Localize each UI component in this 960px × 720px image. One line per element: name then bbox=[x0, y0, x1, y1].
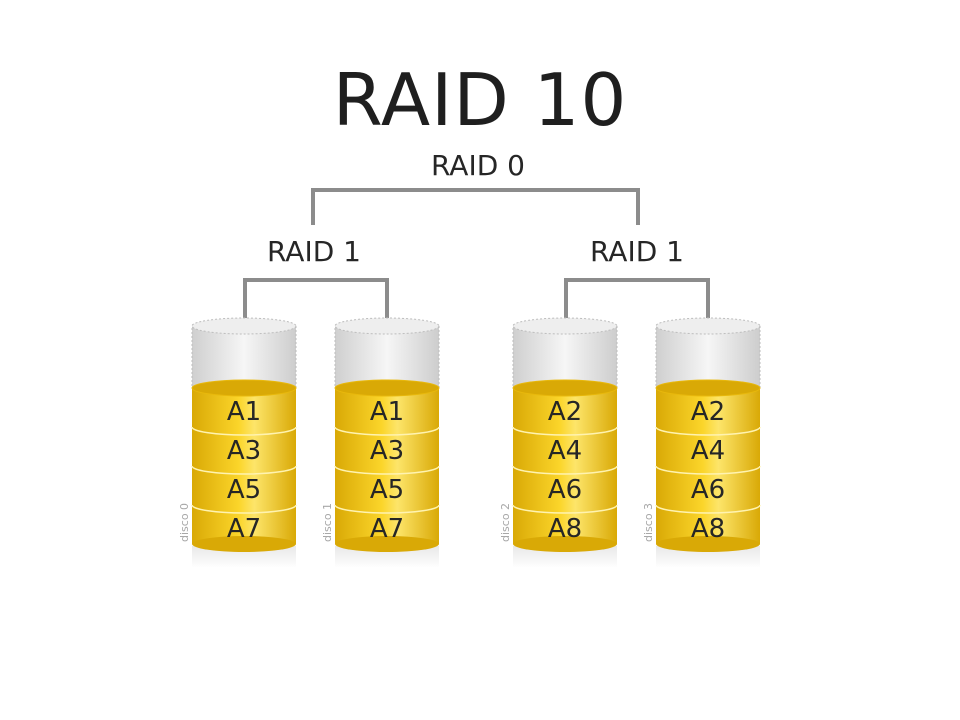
disk-reflection bbox=[513, 546, 617, 568]
raid0-label: RAID 0 bbox=[430, 149, 525, 182]
disk-band-separator bbox=[512, 465, 618, 475]
disk-band-separator bbox=[655, 465, 761, 475]
disk-reflection bbox=[656, 546, 760, 568]
block-label: A8 bbox=[691, 514, 725, 544]
disk-empty-space bbox=[512, 325, 618, 389]
disk-data-level bbox=[191, 379, 297, 397]
block-label: A3 bbox=[227, 436, 261, 466]
raid0-connector bbox=[311, 188, 640, 225]
raid1-label-right: RAID 1 bbox=[589, 235, 684, 268]
disk-bottom bbox=[513, 536, 617, 552]
block-label: A6 bbox=[548, 475, 582, 505]
disk-name-label: disco 2 bbox=[499, 503, 512, 542]
disk-data-level bbox=[655, 379, 761, 397]
disk-band-separator bbox=[191, 426, 297, 436]
block-label: A4 bbox=[548, 436, 582, 466]
disk-name-label: disco 1 bbox=[321, 503, 334, 542]
disk-bottom bbox=[656, 536, 760, 552]
block-label: A5 bbox=[227, 475, 261, 505]
disk-top-cap bbox=[334, 317, 440, 335]
block-label: A2 bbox=[548, 397, 582, 427]
block-label: A6 bbox=[691, 475, 725, 505]
disk-data-level bbox=[334, 379, 440, 397]
disk-name-label: disco 3 bbox=[642, 503, 655, 542]
disk-data-body bbox=[513, 388, 617, 544]
disk-top-cap bbox=[655, 317, 761, 335]
block-label: A7 bbox=[227, 514, 261, 544]
disk-band-separator bbox=[191, 465, 297, 475]
raid1-connector-right bbox=[564, 278, 710, 320]
block-label: A5 bbox=[370, 475, 404, 505]
disk-empty-space bbox=[655, 325, 761, 389]
disk-band-separator bbox=[334, 465, 440, 475]
disk-top-cap bbox=[191, 317, 297, 335]
block-label: A4 bbox=[691, 436, 725, 466]
block-label: A2 bbox=[691, 397, 725, 427]
raid1-label-left: RAID 1 bbox=[266, 235, 361, 268]
disk-band-separator bbox=[512, 504, 618, 514]
disk-data-body bbox=[335, 388, 439, 544]
block-label: A1 bbox=[370, 397, 404, 427]
disk-band-separator bbox=[334, 504, 440, 514]
disk-band-separator bbox=[512, 426, 618, 436]
disk-band-separator bbox=[655, 426, 761, 436]
disk-data-level bbox=[512, 379, 618, 397]
disk-empty-space bbox=[191, 325, 297, 389]
block-label: A1 bbox=[227, 397, 261, 427]
disk-reflection bbox=[335, 546, 439, 568]
block-label: A8 bbox=[548, 514, 582, 544]
disk-top-cap bbox=[512, 317, 618, 335]
disk-empty-space bbox=[334, 325, 440, 389]
disk-name-label: disco 0 bbox=[178, 503, 191, 542]
disk-band-separator bbox=[191, 504, 297, 514]
disk-bottom bbox=[335, 536, 439, 552]
disk-band-separator bbox=[334, 426, 440, 436]
disk-bottom bbox=[192, 536, 296, 552]
disk-band-separator bbox=[655, 504, 761, 514]
block-label: A3 bbox=[370, 436, 404, 466]
block-label: A7 bbox=[370, 514, 404, 544]
disk-data-body bbox=[656, 388, 760, 544]
disk-data-body bbox=[192, 388, 296, 544]
diagram-title: RAID 10 bbox=[332, 58, 628, 142]
raid1-connector-left bbox=[243, 278, 389, 320]
disk-reflection bbox=[192, 546, 296, 568]
